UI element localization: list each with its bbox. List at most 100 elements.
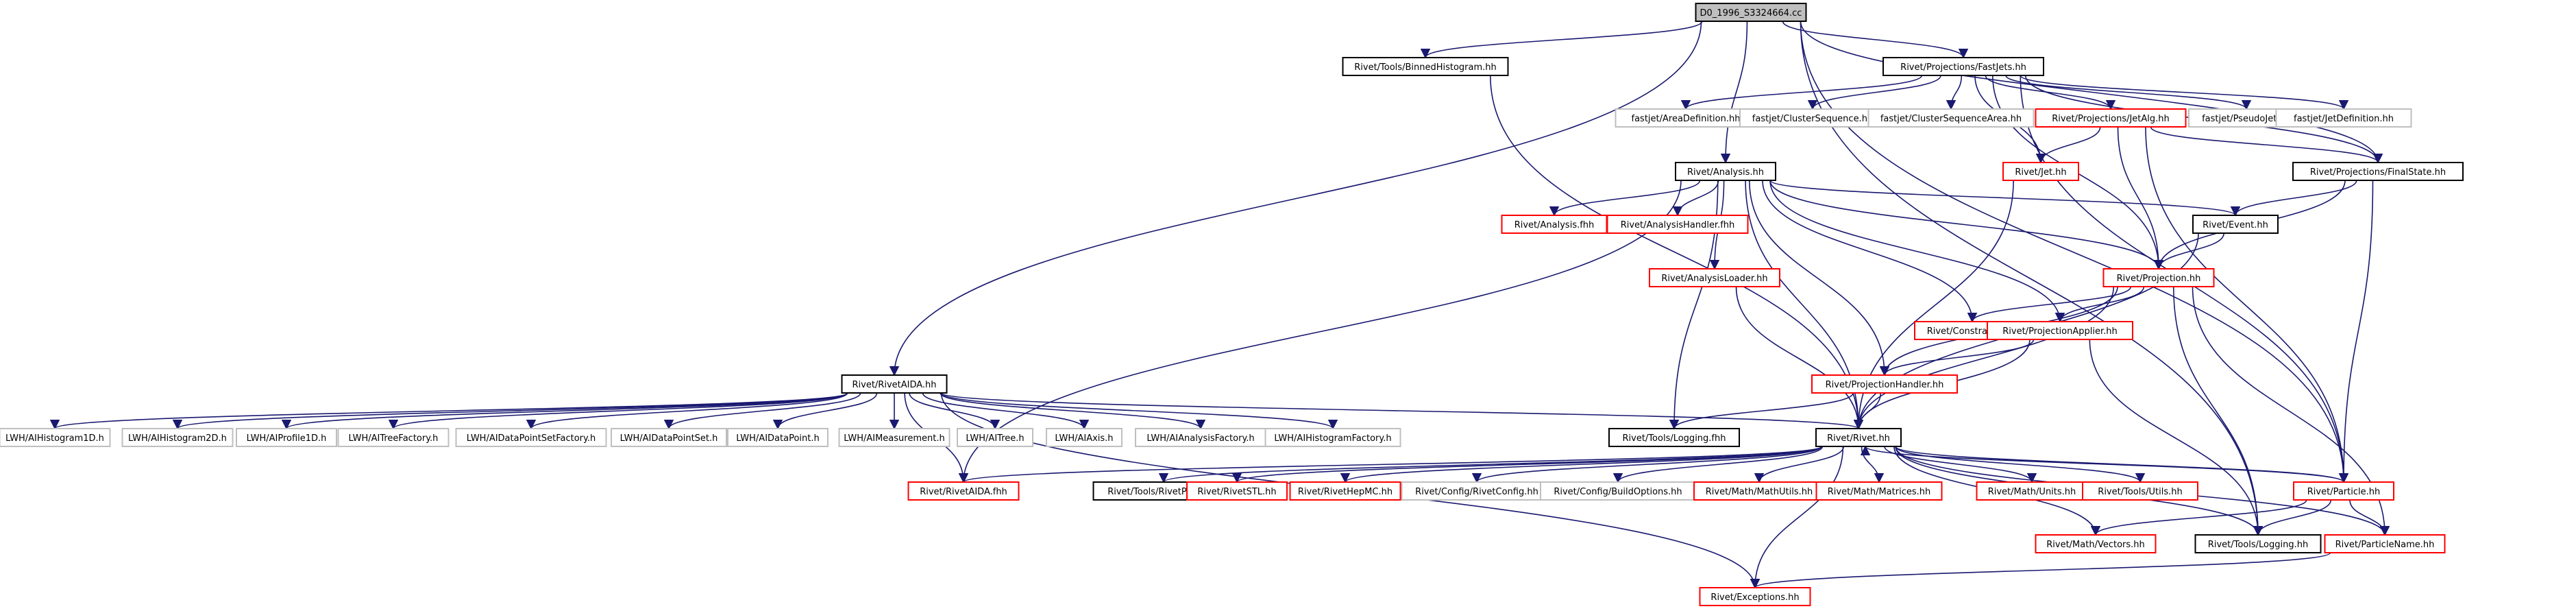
node-rivetaida[interactable]: Rivet/RivetAIDA.hh (841, 374, 948, 394)
edge-jetalg-to-particle (2145, 126, 2349, 483)
node-box (2324, 534, 2446, 553)
node-buildopts[interactable]: Rivet/Config/BuildOptions.hh (1540, 481, 1696, 501)
edge-rivetaida-to-afac (940, 392, 1206, 430)
edge-jetalg-to-projection (2117, 126, 2164, 270)
node-hfac[interactable]: LWH/AIHistogramFactory.h (1264, 428, 1401, 447)
node-rivet[interactable]: Rivet/Rivet.hh (1815, 428, 1902, 447)
node-label: fastjet/AreaDefinition.hh (1632, 114, 1741, 124)
edge-root-to-particle (1800, 21, 2349, 483)
node-fj-jd[interactable]: fastjet/JetDefinition.hh (2275, 108, 2412, 128)
edge-root-to-fastjets (1782, 21, 1969, 59)
node-box (1289, 481, 1401, 501)
edge-projapplier-to-projhandler (1879, 339, 2035, 376)
node-label: Rivet/RivetAIDA.fhh (920, 487, 1007, 497)
node-box (2293, 481, 2394, 501)
node-dps[interactable]: LWH/AIDataPointSet.h (611, 428, 727, 447)
node-vectors[interactable]: Rivet/Math/Vectors.hh (2035, 534, 2157, 553)
node-dp[interactable]: LWH/AIDataPoint.h (727, 428, 829, 447)
node-box (1135, 428, 1266, 447)
node-box (1811, 374, 1958, 394)
node-particle[interactable]: Rivet/Particle.hh (2293, 481, 2394, 501)
node-jetalg[interactable]: Rivet/Projections/JetAlg.hh (2035, 108, 2187, 128)
edge (50, 392, 848, 430)
node-projhandler[interactable]: Rivet/ProjectionHandler.hh (1811, 374, 1958, 394)
node-projection[interactable]: Rivet/Projection.hh (2102, 268, 2215, 287)
node-tfac[interactable]: LWH/AITreeFactory.h (337, 428, 450, 447)
node-box (1501, 215, 1608, 234)
node-binhist[interactable]: Rivet/Tools/BinnedHistogram.hh (1342, 57, 1509, 76)
edge-rivet-to-particle (1895, 446, 2348, 483)
node-box (2102, 268, 2215, 287)
edge-rivet-to-toolsutils (1895, 446, 2146, 483)
node-pname[interactable]: Rivet/ParticleName.hh (2324, 534, 2446, 553)
node-box (1401, 481, 1553, 501)
edge (1232, 446, 1822, 483)
node-toolsutils[interactable]: Rivet/Tools/Utils.hh (2082, 481, 2198, 501)
node-box (957, 428, 1033, 447)
node-meas[interactable]: LWH/AIMeasurement.h (838, 428, 950, 447)
node-fj-cs[interactable]: fastjet/ClusterSequence.hh (1739, 108, 1886, 128)
node-logging[interactable]: Rivet/Tools/Logging.hh (2194, 534, 2322, 553)
edge-rivet-to-mathutils (1754, 446, 1845, 483)
node-mathutils[interactable]: Rivet/Math/MathUtils.hh (1693, 481, 1825, 501)
edge-rivetaida-to-axis (922, 392, 1090, 430)
edge (1490, 75, 1864, 430)
node-finalstate[interactable]: Rivet/Projections/FinalState.hh (2292, 162, 2464, 181)
node-afac[interactable]: LWH/AIAnalysisFactory.h (1135, 428, 1266, 447)
node-exceptions[interactable]: Rivet/Exceptions.hh (1699, 587, 1811, 606)
node-label: LWH/AIAnalysisFactory.h (1146, 433, 1254, 444)
node-units[interactable]: Rivet/Math/Units.hh (1976, 481, 2088, 501)
edge-analysis-to-projhandler (1749, 180, 1890, 376)
edge (940, 392, 1338, 430)
edge (2020, 75, 2348, 110)
node-matrices[interactable]: Rivet/Math/Matrices.hh (1815, 481, 1943, 501)
edge-rivetaida-to-tree (909, 392, 1001, 430)
node-logging-fhh[interactable]: Rivet/Tools/Logging.fhh (1608, 428, 1740, 447)
node-analysis-fhh[interactable]: Rivet/Analysis.fhh (1501, 215, 1608, 234)
node-label: fastjet/JetDefinition.hh (2294, 114, 2394, 124)
edge-analysis-to-projection (1769, 180, 2164, 270)
node-event[interactable]: Rivet/Event.hh (2192, 215, 2279, 234)
node-rivethepmc[interactable]: Rivet/RivetHepMC.hh (1289, 481, 1401, 501)
edge-rivetaida-to-h2d (173, 392, 848, 430)
node-rivetconfig[interactable]: Rivet/Config/RivetConfig.hh (1401, 481, 1553, 501)
node-label: Rivet/ParticleName.hh (2335, 540, 2435, 550)
node-label: Rivet/Event.hh (2203, 220, 2268, 230)
node-box (1699, 587, 1811, 606)
edge (1800, 21, 2383, 164)
node-rivetaida-fhh[interactable]: Rivet/RivetAIDA.fhh (907, 481, 1020, 501)
node-label: Rivet/Analysis.fhh (1514, 220, 1595, 230)
edge (2338, 180, 2374, 483)
edge (1895, 446, 2348, 483)
node-fastjets[interactable]: Rivet/Projections/FastJets.hh (1882, 57, 2044, 76)
node-tree[interactable]: LWH/AITree.h (957, 428, 1033, 447)
node-label: Rivet/Tools/BinnedHistogram.hh (1354, 62, 1497, 73)
edge-analysis-to-ahandler-fhh (1672, 180, 1719, 217)
edge (1762, 180, 1978, 323)
node-fj-area[interactable]: fastjet/AreaDefinition.hh (1615, 108, 1757, 128)
edge-analysis-to-event (1769, 180, 2240, 217)
node-dpsf[interactable]: LWH/AIDataPointSetFactory.h (455, 428, 607, 447)
node-root[interactable]: D0_1996_S3324664.cc (1695, 3, 1807, 22)
edge (1769, 180, 2164, 270)
edge-rivetaida-to-dpsf (526, 392, 848, 430)
edge (2230, 180, 2357, 217)
node-label: Rivet/Math/Vectors.hh (2046, 540, 2145, 550)
node-label: LWH/AITreeFactory.h (349, 433, 439, 444)
node-label: fastjet/PseudoJet.hh (2202, 114, 2291, 124)
edge (1750, 446, 1844, 589)
node-rivetstl[interactable]: Rivet/RivetSTL.hh (1186, 481, 1288, 501)
node-aloader[interactable]: Rivet/AnalysisLoader.hh (1649, 268, 1780, 287)
node-axis[interactable]: LWH/AIAxis.h (1046, 428, 1123, 447)
node-jet[interactable]: Rivet/Jet.hh (2002, 162, 2079, 181)
edge-finalstate-to-particle (2338, 180, 2374, 483)
node-h1d[interactable]: LWH/AIHistogram1D.h (0, 428, 111, 447)
node-ahandler-fhh[interactable]: Rivet/AnalysisHandler.fhh (1606, 215, 1749, 234)
node-analysis[interactable]: Rivet/Analysis.hh (1675, 162, 1776, 181)
node-fj-csa[interactable]: fastjet/ClusterSequenceArea.hh (1867, 108, 2035, 128)
node-projapplier[interactable]: Rivet/ProjectionApplier.hh (1987, 321, 2133, 340)
node-h2d[interactable]: LWH/AIHistogram2D.h (121, 428, 234, 447)
node-p1d[interactable]: LWH/AIProfile1D.h (236, 428, 337, 447)
edges-layer (50, 21, 2390, 589)
edge (1735, 286, 1864, 430)
